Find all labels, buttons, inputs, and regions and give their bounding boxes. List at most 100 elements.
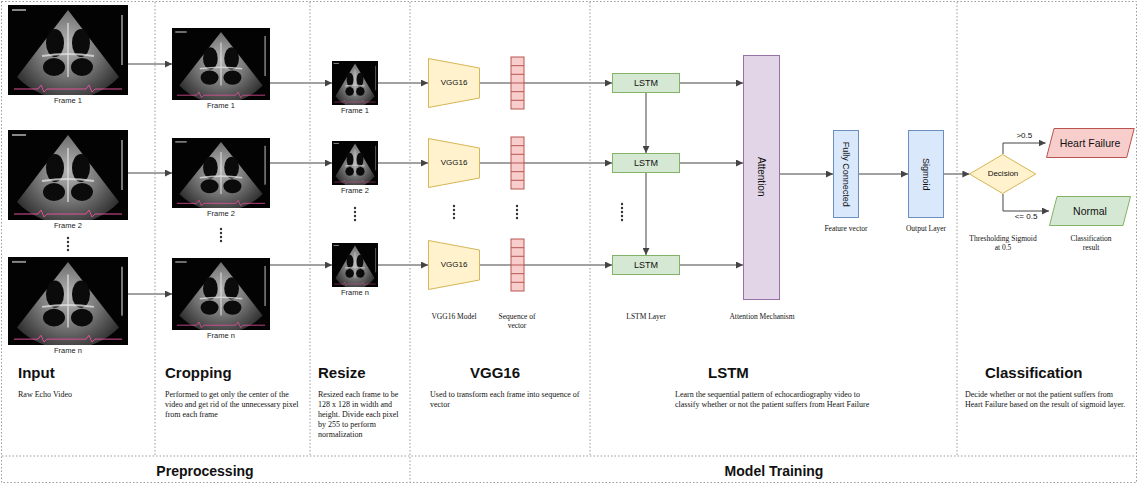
connector	[680, 163, 743, 164]
connector	[1003, 143, 1046, 154]
connector	[680, 265, 743, 266]
para-shape	[1046, 129, 1134, 158]
connector	[378, 265, 428, 266]
echo-frame: Frame 2	[332, 141, 378, 185]
section-description: Learn the sequential pattern of echocard…	[675, 390, 880, 410]
frame-label: Frame n	[341, 289, 369, 298]
echo-frame: Frame 1	[8, 5, 128, 95]
node-label: Normal	[1073, 205, 1107, 217]
frame-label: Frame 2	[341, 187, 369, 196]
section-heading: LSTM	[708, 364, 749, 381]
lstm-cell: LSTM	[612, 255, 680, 275]
echo-image	[8, 257, 128, 345]
section-divider	[310, 2, 311, 456]
echo-image	[8, 130, 128, 220]
frame-label: Frame n	[207, 332, 235, 341]
vgg16-block: VGG16	[428, 138, 480, 188]
frame-label: Frame n	[54, 347, 82, 356]
connector	[1003, 194, 1049, 211]
connector	[480, 265, 612, 266]
frame-label: Frame 2	[54, 222, 82, 231]
connector	[128, 173, 172, 174]
echo-image	[332, 61, 378, 105]
node-label: LSTM	[634, 260, 658, 270]
section-description: Raw Echo Video	[18, 390, 148, 400]
connector	[480, 83, 612, 84]
echo-image	[172, 28, 270, 100]
connector	[646, 173, 647, 255]
echo-picture	[332, 61, 378, 107]
node-label: Sigmoid	[921, 158, 931, 191]
connector	[480, 163, 612, 164]
connector	[378, 163, 428, 164]
echo-frame: Frame 1	[172, 28, 270, 100]
band-divider	[2, 456, 1136, 457]
trap-shape	[429, 139, 480, 188]
section-heading: Resize	[318, 364, 366, 381]
result-box: Normal	[1049, 196, 1131, 226]
echo-picture	[172, 138, 270, 211]
para-shape	[1050, 197, 1131, 226]
layer-caption: Attention Mechanism	[728, 312, 796, 321]
echo-picture	[8, 5, 128, 99]
node-label: Heart Failure	[1060, 137, 1121, 149]
feature-vector	[511, 57, 524, 109]
dense-layer: Fully Connected	[833, 130, 859, 218]
layer-caption: Classification result	[1064, 234, 1118, 252]
section-heading: Cropping	[165, 364, 232, 381]
trap-shape	[429, 241, 480, 290]
layer-caption: Sequence of vector	[492, 312, 542, 330]
echo-picture	[332, 141, 378, 187]
echo-image	[172, 138, 270, 208]
node-label: Attention	[756, 157, 768, 196]
echo-frame: Frame n	[332, 243, 378, 287]
feature-vector	[511, 239, 524, 291]
echo-picture	[172, 258, 270, 333]
section-divider	[957, 2, 958, 456]
layer-caption: Output Layer	[899, 224, 953, 233]
lstm-cell: LSTM	[612, 153, 680, 173]
diamond-shape	[970, 155, 1036, 194]
echo-frame: Frame n	[172, 258, 270, 330]
sigmoid-layer: Sigmoid	[908, 130, 944, 218]
section-description: Resized each frame to be 128 x 128 in wi…	[318, 390, 404, 440]
frame-label: Frame 2	[207, 210, 235, 219]
echo-frame: Frame 2	[172, 138, 270, 208]
connector	[680, 83, 743, 84]
node-label: Fully Connected	[841, 141, 851, 206]
node-label: VGG16	[441, 78, 468, 87]
result-box: Heart Failure	[1046, 128, 1135, 158]
decision-diamond: Decision	[969, 154, 1036, 194]
echo-image	[332, 141, 378, 185]
echo-picture	[8, 130, 128, 224]
layer-caption: VGG16 Model	[422, 312, 486, 321]
section-heading: Input	[18, 364, 55, 381]
section-heading: VGG16	[470, 364, 520, 381]
layer-caption: Thresholding Sigmoid at 0.5	[966, 234, 1040, 252]
echo-image	[332, 243, 378, 287]
band-title: Preprocessing	[0, 463, 410, 479]
edge-label: <= 0.5	[1013, 213, 1040, 222]
echo-frame: Frame 1	[332, 61, 378, 105]
lstm-cell: LSTM	[612, 73, 680, 93]
vgg16-block: VGG16	[428, 240, 480, 290]
connector	[378, 83, 428, 84]
edge-label: >0.5	[1014, 132, 1034, 141]
attention-layer: Attention	[743, 55, 780, 300]
section-divider	[590, 2, 591, 456]
layer-caption: LSTM Layer	[612, 312, 680, 321]
echo-frame: Frame n	[8, 257, 128, 345]
node-label: LSTM	[634, 158, 658, 168]
node-label: Decision	[988, 169, 1019, 178]
frame-label: Frame 1	[341, 107, 369, 116]
echo-picture	[8, 257, 128, 349]
layer-caption: Feature vector	[816, 224, 876, 233]
connector	[270, 265, 332, 266]
connector	[270, 163, 332, 164]
section-description: Used to transform each frame into sequen…	[430, 390, 580, 410]
frame-label: Frame 1	[54, 97, 82, 106]
